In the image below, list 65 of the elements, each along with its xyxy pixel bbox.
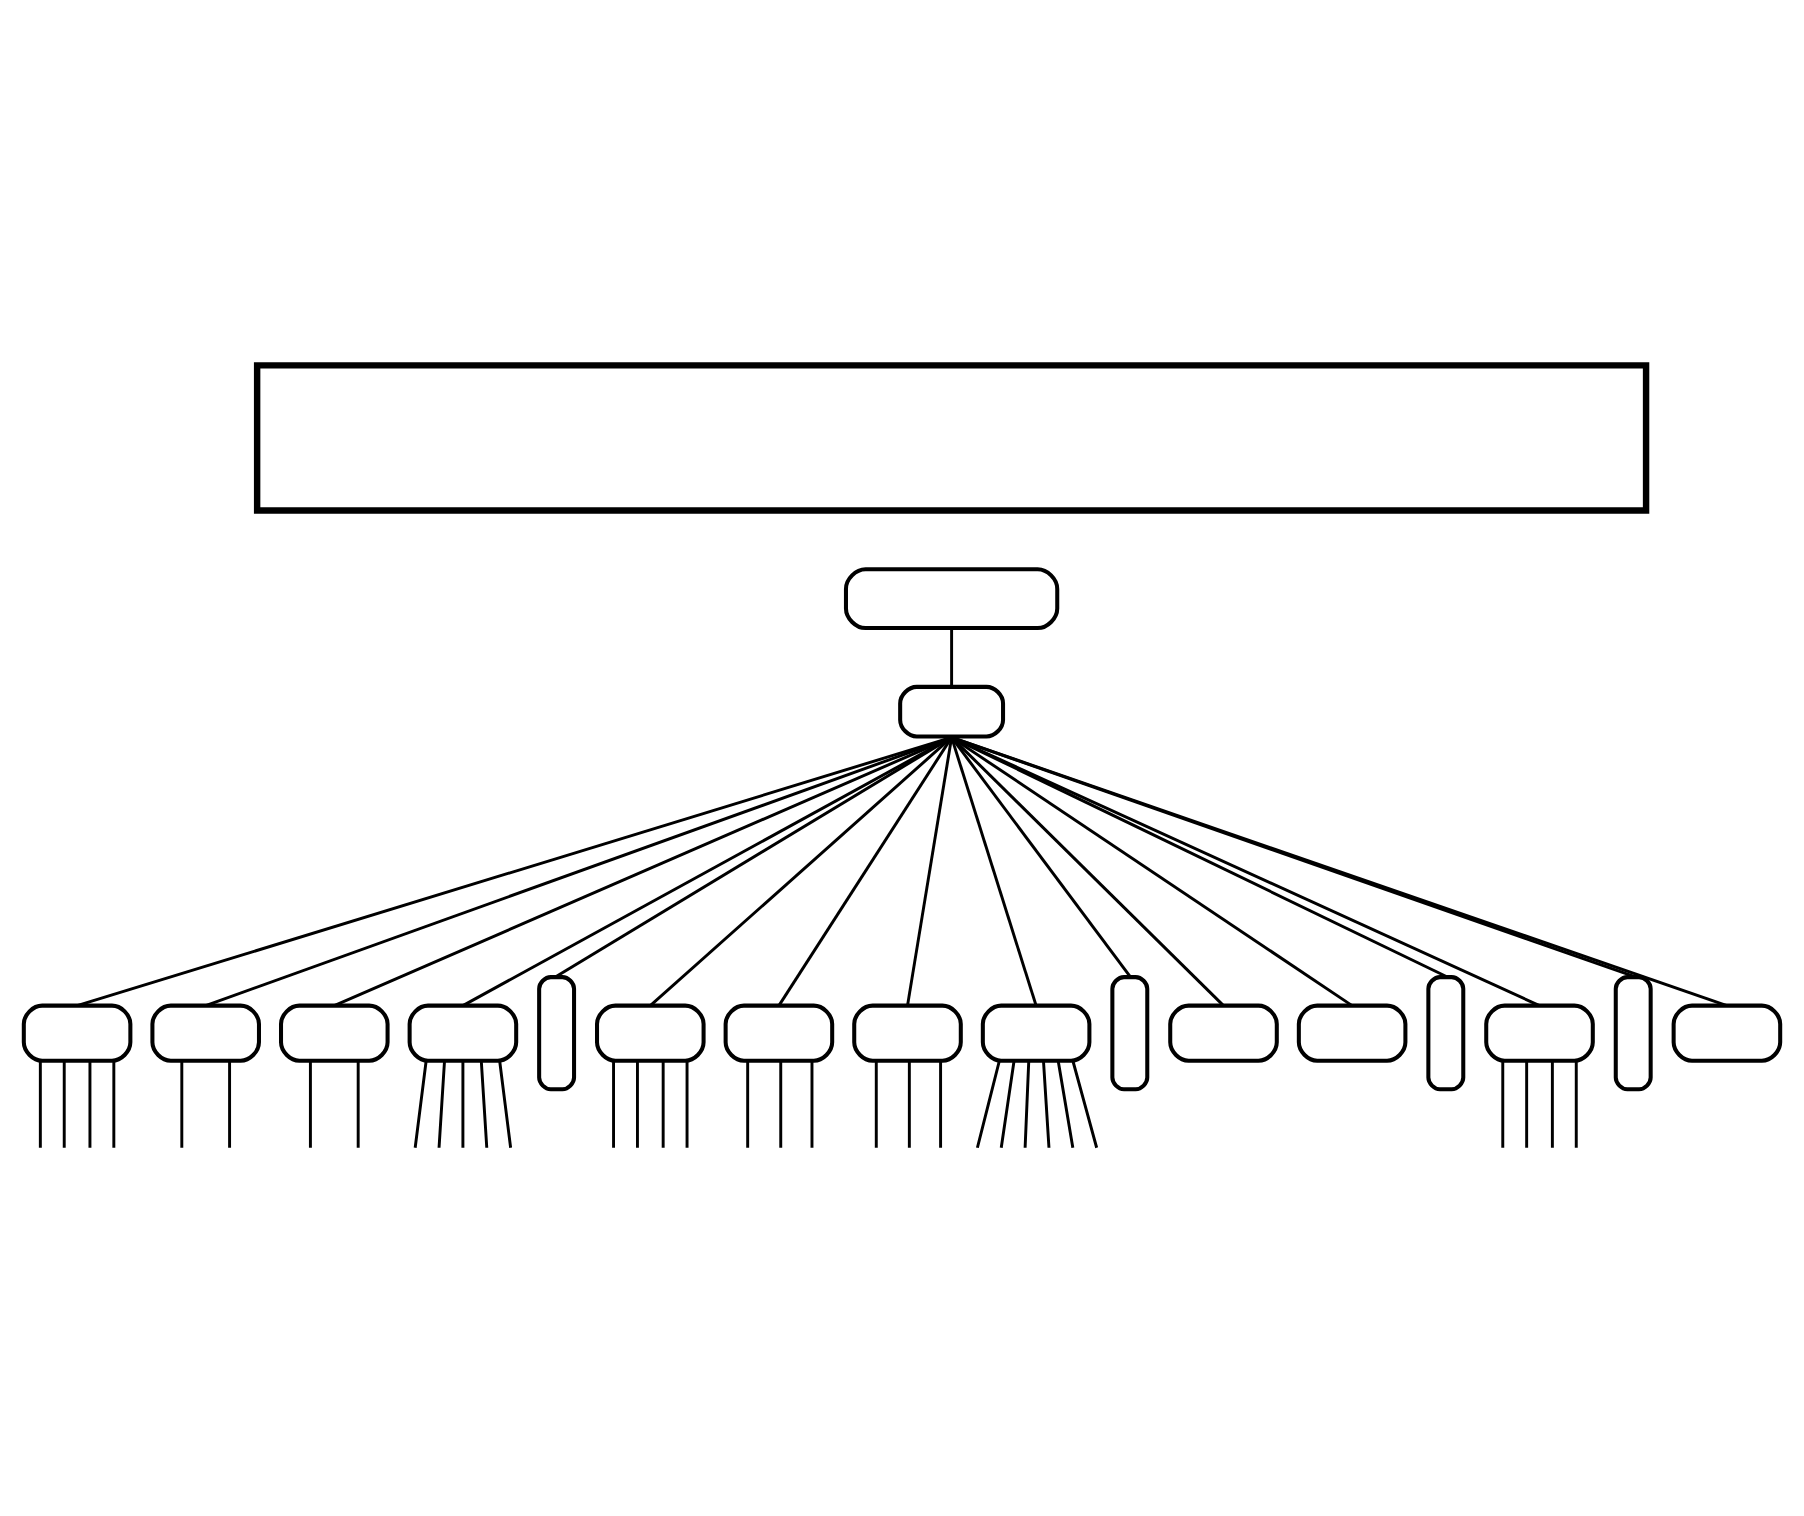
connector	[205, 736, 953, 1007]
connector	[950, 736, 1225, 1007]
connector	[939, 1060, 943, 1148]
node-box	[279, 1003, 390, 1063]
node-box	[595, 1003, 706, 1063]
node-box	[150, 1003, 261, 1063]
connector	[649, 736, 953, 1007]
connector	[685, 1060, 689, 1148]
connector	[1042, 1060, 1051, 1148]
node-box	[21, 1003, 133, 1063]
node-box	[1168, 1003, 1279, 1063]
node-capsule	[1426, 975, 1466, 1092]
connector	[950, 736, 1038, 1007]
connector	[1071, 1060, 1099, 1149]
connector	[779, 1060, 783, 1148]
connector	[112, 1060, 116, 1148]
connector	[462, 736, 953, 1007]
connector	[1550, 1060, 1554, 1148]
node-box	[852, 1003, 963, 1063]
connector	[333, 736, 953, 1007]
connector	[874, 1060, 878, 1148]
connector	[950, 628, 954, 687]
node-box	[1671, 1003, 1783, 1063]
connector	[1056, 1060, 1075, 1148]
connector	[1574, 1060, 1578, 1148]
connector	[62, 1060, 66, 1148]
connector	[498, 1060, 513, 1148]
connector	[951, 736, 1541, 1007]
node-box	[1296, 1003, 1408, 1063]
connector	[479, 1060, 489, 1148]
node-capsule	[1110, 975, 1150, 1092]
connector	[906, 737, 954, 1006]
connector	[612, 1060, 616, 1148]
connector	[228, 1060, 232, 1148]
node-box	[843, 567, 1060, 631]
connector	[1023, 1060, 1031, 1148]
connector	[746, 1060, 750, 1148]
connector	[88, 1060, 92, 1148]
connector	[635, 1060, 639, 1148]
connector	[38, 1060, 42, 1148]
connector	[907, 1060, 911, 1148]
node-box	[898, 684, 1006, 739]
connector	[950, 736, 1353, 1007]
connector	[975, 1060, 1001, 1149]
connector	[461, 1060, 465, 1148]
connector	[951, 736, 1728, 1007]
connector	[1525, 1060, 1529, 1148]
node-box	[253, 362, 1650, 514]
node-box	[980, 1003, 1092, 1063]
node-capsule	[537, 975, 577, 1092]
node-box	[1484, 1003, 1595, 1063]
connector	[180, 1060, 184, 1148]
node-capsule	[1613, 975, 1653, 1092]
connector	[999, 1060, 1016, 1148]
node-box	[723, 1003, 835, 1063]
node-box	[407, 1003, 519, 1063]
connector	[777, 736, 953, 1007]
connector	[356, 1060, 360, 1148]
connector	[437, 1060, 446, 1148]
connector	[76, 736, 953, 1008]
connector	[1501, 1060, 1505, 1148]
connector	[810, 1060, 814, 1148]
connector	[661, 1060, 665, 1148]
connector	[308, 1060, 312, 1148]
connector	[413, 1060, 428, 1148]
